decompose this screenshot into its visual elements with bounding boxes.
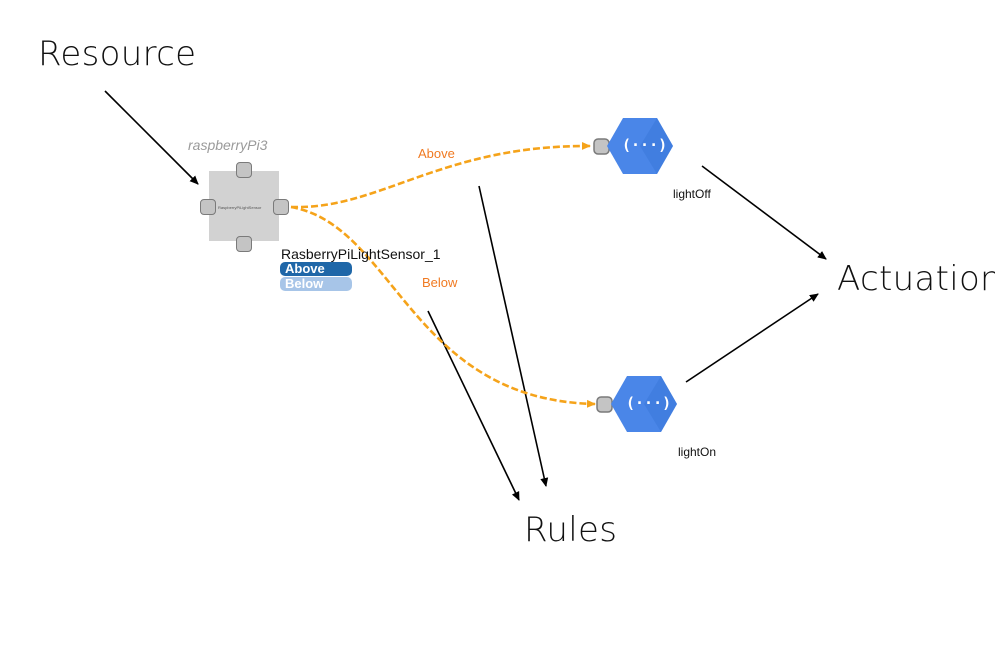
rules-arrow-right — [478, 185, 549, 487]
connector-port-icon[interactable] — [273, 199, 289, 215]
function-glyph-lightoff: (···) — [622, 136, 668, 154]
rules-arrow-left — [427, 310, 520, 501]
callout-rules: Rules — [524, 510, 618, 550]
connector-port-icon[interactable] — [200, 199, 216, 215]
rule-pill-above[interactable]: Above — [280, 262, 352, 276]
edge-label-above: Above — [418, 146, 455, 161]
connector-port-icon[interactable] — [236, 162, 252, 178]
function-glyph-lighton: (···) — [626, 394, 672, 412]
connector-port-icon[interactable] — [236, 236, 252, 252]
rule-pill-below[interactable]: Below — [280, 277, 352, 291]
edge-below[interactable] — [290, 205, 596, 408]
device-inner-label: RaspberryPiLightSensor — [218, 205, 262, 210]
function-label-lightoff: lightOff — [673, 187, 711, 201]
actuation-arrow-lower — [685, 293, 819, 383]
edge-label-below: Below — [422, 275, 458, 290]
actuation-arrow-upper — [701, 165, 827, 260]
connector-port-icon[interactable] — [596, 396, 613, 413]
function-node-lighton[interactable] — [596, 376, 677, 432]
connector-port-icon[interactable] — [593, 138, 610, 155]
function-node-lightoff[interactable] — [593, 118, 673, 174]
device-node[interactable] — [209, 171, 279, 241]
callout-actuation: Actuation — [837, 259, 995, 299]
callout-resource: Resource — [38, 34, 197, 74]
sensor-name: RasberryPiLightSensor_1 — [281, 246, 441, 262]
edge-above[interactable] — [290, 141, 591, 209]
function-label-lighton: lightOn — [678, 445, 717, 459]
resource-arrow — [104, 90, 199, 185]
device-name: raspberryPi3 — [188, 137, 268, 153]
